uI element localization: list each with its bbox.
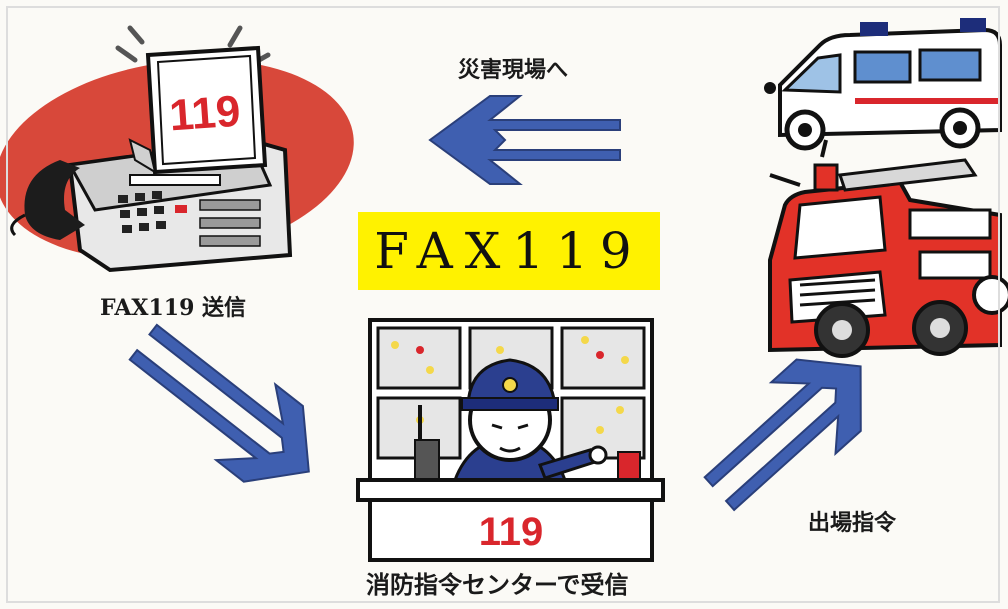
- center-label: 消防指令センターで受信: [366, 570, 629, 599]
- ambulance-icon: [764, 18, 1002, 151]
- to-scene-label: 災害現場へ: [458, 57, 569, 83]
- fax-machine-icon: [0, 25, 354, 273]
- dispatcher-icon: [356, 318, 665, 562]
- fax-paper-badge: 119: [168, 87, 242, 141]
- dispatch-label: 出場指令: [808, 510, 897, 536]
- arrow-icon: [703, 358, 862, 512]
- console-badge: 119: [479, 510, 544, 554]
- fire-engine-icon: [768, 139, 1008, 358]
- arrow-icon: [128, 323, 310, 483]
- page-title: FAX119: [374, 222, 644, 280]
- fax-send-label: FAX119 送信: [100, 295, 247, 321]
- title-banner: FAX119: [358, 212, 660, 290]
- arrow-icon: [428, 95, 621, 185]
